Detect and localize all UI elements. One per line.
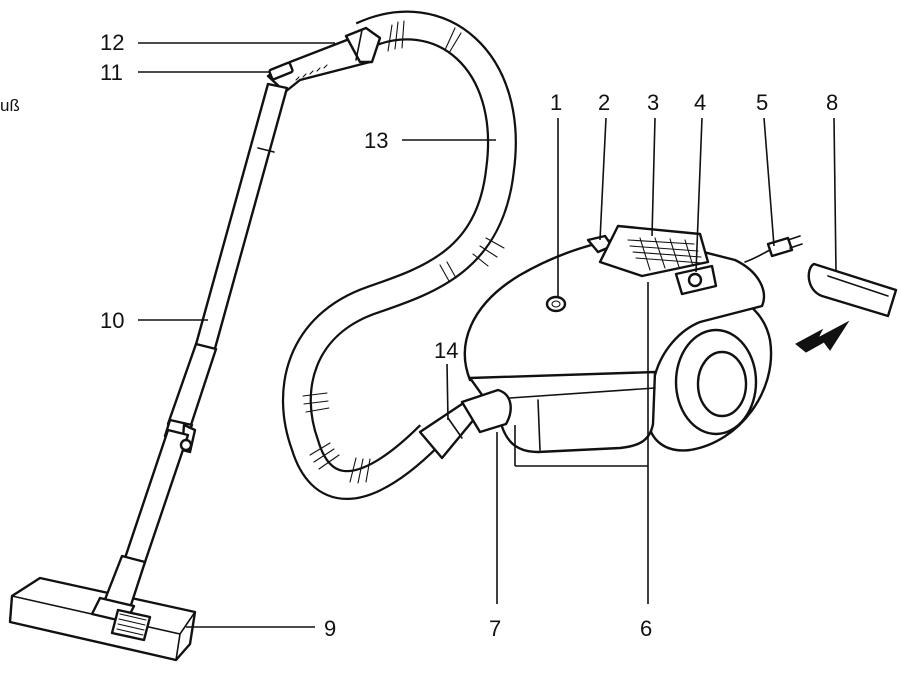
label-6: 6 xyxy=(640,616,652,641)
hose-handle xyxy=(266,26,382,94)
label-8: 8 xyxy=(826,90,838,115)
filter-grille xyxy=(598,224,710,278)
suction-power-slider[interactable] xyxy=(268,61,294,81)
label-7: 7 xyxy=(489,616,501,641)
cord-rewind-button[interactable] xyxy=(674,264,718,296)
label-10: 10 xyxy=(100,308,124,333)
label-4: 4 xyxy=(694,90,706,115)
label-1: 1 xyxy=(550,90,562,115)
label-12: 12 xyxy=(100,30,124,55)
label-5: 5 xyxy=(756,90,768,115)
label-9: 9 xyxy=(324,616,336,641)
label-2: 2 xyxy=(598,90,610,115)
telescopic-tube xyxy=(122,82,289,567)
hose xyxy=(281,10,517,500)
label-11: 11 xyxy=(100,60,123,85)
on-off-button[interactable] xyxy=(545,295,567,313)
crevice-nozzle xyxy=(807,262,898,318)
label-3: 3 xyxy=(647,90,659,115)
direction-arrow xyxy=(795,320,850,353)
tube-lock-button[interactable] xyxy=(179,438,193,452)
leader-lines xyxy=(138,42,837,628)
label-14: 14 xyxy=(434,338,458,363)
carpet-floor-pedal[interactable] xyxy=(110,608,152,642)
hose-connector xyxy=(418,388,512,460)
floor-nozzle xyxy=(8,554,197,662)
edge-text-fragment: uß xyxy=(0,96,20,115)
label-13: 13 xyxy=(364,128,388,153)
part-number-labels: 12 11 13 10 9 1 2 3 4 5 8 14 7 6 xyxy=(100,30,838,641)
